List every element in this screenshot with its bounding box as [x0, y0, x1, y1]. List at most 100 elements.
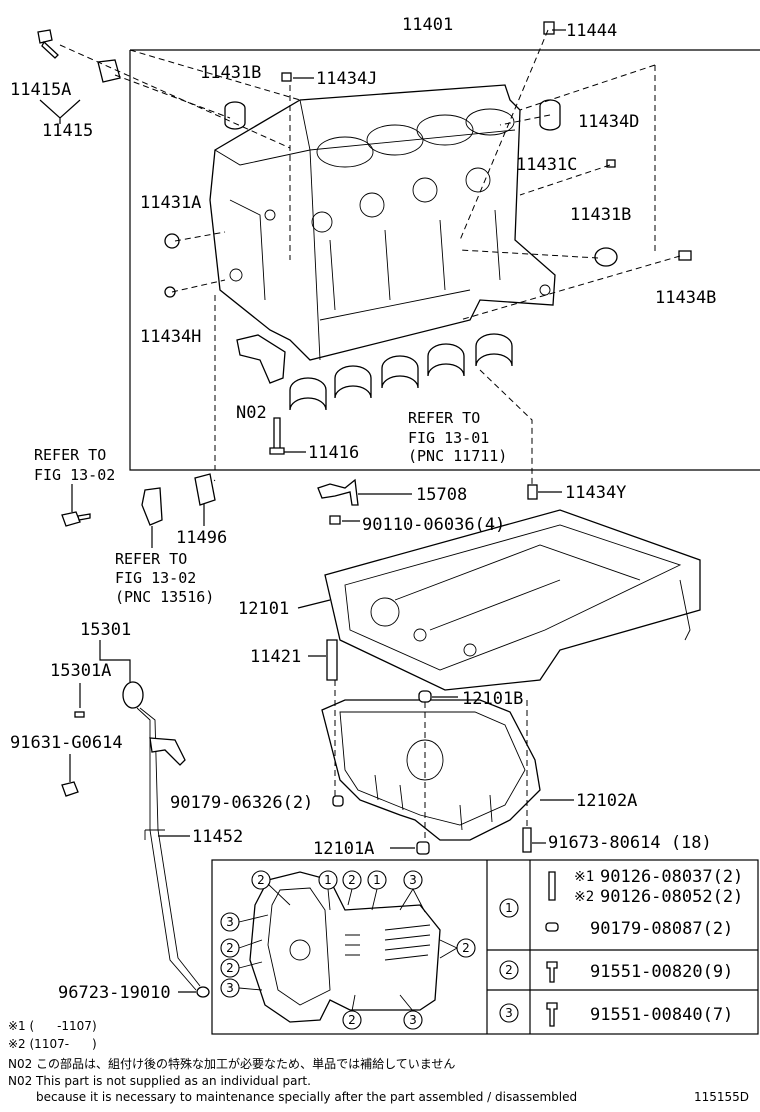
- label-96723[interactable]: 96723-19010: [58, 983, 171, 1003]
- svg-text:1: 1: [505, 901, 513, 915]
- main-bearing-set: [289, 333, 513, 411]
- refer-line: REFER TO: [34, 446, 106, 464]
- cylinder-block-drawing: [209, 84, 556, 361]
- detail-callouts: 2 1 2 1 3 3 2 2 3 2 2 3: [220, 870, 476, 1030]
- refer-line: FIG 13-02: [115, 569, 196, 587]
- footnote-1: ※1 ( -1107): [8, 1019, 97, 1033]
- label-15708[interactable]: 15708: [416, 485, 467, 505]
- label-11421[interactable]: 11421: [250, 647, 301, 667]
- dashed-guides-pan: [334, 680, 528, 842]
- gasket-90179-06326: [332, 795, 344, 807]
- oil-pipe-15708: [317, 478, 359, 506]
- bolt-11415A: [37, 29, 59, 59]
- legend-part[interactable]: 90179-08087(2): [590, 919, 733, 939]
- legend-part[interactable]: 91551-00840(7): [590, 1005, 733, 1025]
- bolt-long-icon: [546, 1002, 558, 1027]
- label-11444[interactable]: 11444: [566, 21, 617, 41]
- label-12102A[interactable]: 12102A: [576, 791, 637, 811]
- pin-11444: [543, 21, 555, 35]
- svg-text:2: 2: [257, 873, 265, 887]
- plug-11431B-top: [224, 101, 246, 130]
- label-90179-06326[interactable]: 90179-06326(2): [170, 793, 313, 813]
- refer-fig1301[interactable]: REFER TO FIG 13-01 (PNC 11711): [408, 409, 507, 465]
- footnotes: ※1 ( -1107) ※2 (1107- ) N02 この部品は、組付け後の特…: [8, 1019, 749, 1104]
- refer-line: (PNC 11711): [408, 447, 507, 465]
- label-11431A[interactable]: 11431A: [140, 193, 201, 213]
- clip-11415: [97, 59, 121, 83]
- legend-key-3: [499, 1003, 519, 1023]
- seal-11431B-right: [594, 247, 618, 267]
- bolt-91673: [522, 827, 532, 853]
- footnote-5: because it is necessary to maintenance s…: [36, 1090, 577, 1104]
- label-11452[interactable]: 11452: [192, 827, 243, 847]
- legend-part[interactable]: 90126-08052(2): [600, 887, 743, 907]
- pin-11434Y: [527, 484, 538, 500]
- refer-line: (PNC 13516): [115, 588, 214, 606]
- label-11434D[interactable]: 11434D: [578, 112, 639, 132]
- refer-fig1302-left[interactable]: REFER TO FIG 13-02: [34, 446, 115, 512]
- label-12101B[interactable]: 12101B: [462, 689, 523, 709]
- part-labels: 11401 11444 11431B 11434J 11415A 11415 1…: [10, 15, 716, 1003]
- label-15301A[interactable]: 15301A: [50, 661, 111, 681]
- svg-text:2: 2: [226, 941, 234, 955]
- label-11415[interactable]: 11415: [42, 121, 93, 141]
- svg-text:2: 2: [226, 961, 234, 975]
- legend-part[interactable]: 90126-08037(2): [600, 867, 743, 887]
- drain-plug-12101A: [416, 841, 430, 855]
- gasket-11496: [194, 473, 216, 506]
- label-11431C[interactable]: 11431C: [516, 155, 577, 175]
- fastener-legend: ※1 90126-08037(2) ※2 90126-08052(2) 9017…: [574, 867, 743, 1025]
- label-91631[interactable]: 91631-G0614: [10, 733, 123, 753]
- svg-text:3: 3: [226, 981, 234, 995]
- svg-text:3: 3: [409, 873, 417, 887]
- label-11496[interactable]: 11496: [176, 528, 227, 548]
- label-11415A[interactable]: 11415A: [10, 80, 71, 100]
- label-11434B[interactable]: 11434B: [655, 288, 716, 308]
- pin-11434J: [281, 72, 292, 82]
- refer-line: REFER TO: [115, 550, 187, 568]
- label-11431B-top[interactable]: 11431B: [200, 63, 261, 83]
- label-11434J[interactable]: 11434J: [316, 69, 377, 89]
- n02-bearing-cap: [236, 334, 286, 384]
- stud-icon: [548, 871, 556, 901]
- label-91673[interactable]: 91673-80614 (18): [548, 833, 712, 853]
- detail-frame: [211, 859, 759, 1035]
- block-group-frame: [129, 49, 760, 471]
- label-N02[interactable]: N02: [236, 403, 267, 423]
- label-15301[interactable]: 15301: [80, 620, 131, 640]
- footnote-2: ※2 (1107- ): [8, 1037, 97, 1051]
- legend-part[interactable]: 91551-00820(9): [590, 962, 733, 982]
- svg-text:2: 2: [348, 873, 356, 887]
- pin-11434H: [164, 286, 176, 298]
- bolt-90110: [329, 515, 341, 525]
- dashed-guides-block: [59, 29, 681, 496]
- label-11434H[interactable]: 11434H: [140, 327, 201, 347]
- legend-mark: ※2: [574, 889, 594, 905]
- svg-text:3: 3: [226, 915, 234, 929]
- svg-text:2: 2: [505, 963, 513, 977]
- diagram-id: 115155D: [694, 1090, 749, 1104]
- pin-11434D: [606, 159, 616, 168]
- bracket-left: [141, 487, 163, 526]
- stud-11421: [326, 639, 338, 681]
- dipstick-drawing: [61, 681, 210, 998]
- refer-fig1302-bottom[interactable]: REFER TO FIG 13-02 (PNC 13516): [115, 526, 214, 606]
- legend-key-1: [499, 898, 519, 918]
- refer-line: FIG 13-02: [34, 466, 115, 484]
- drain-plug-12101B: [418, 690, 432, 703]
- pin-11434B: [678, 250, 692, 261]
- legend-key-2: [499, 960, 519, 980]
- plug-11431A: [164, 233, 180, 249]
- label-11434Y[interactable]: 11434Y: [565, 483, 626, 503]
- bolt-11416: [269, 417, 285, 455]
- svg-text:2: 2: [462, 941, 470, 955]
- footnote-4: N02 This part is not supplied as an indi…: [8, 1074, 311, 1088]
- label-12101A[interactable]: 12101A: [313, 839, 374, 859]
- svg-text:3: 3: [409, 1013, 417, 1027]
- label-11416[interactable]: 11416: [308, 443, 359, 463]
- bolt-left-fig1302: [61, 511, 91, 527]
- label-11431B-right[interactable]: 11431B: [570, 205, 631, 225]
- label-90110[interactable]: 90110-06036(4): [362, 515, 505, 535]
- label-12101[interactable]: 12101: [238, 599, 289, 619]
- label-11401[interactable]: 11401: [402, 15, 453, 35]
